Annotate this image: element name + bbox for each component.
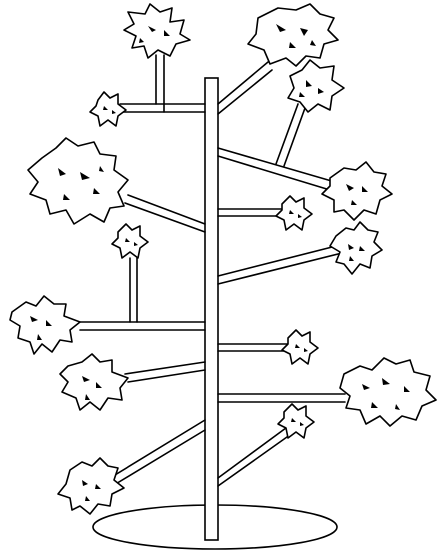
leaf-upper-right-small — [288, 60, 344, 112]
branch-upper-right — [218, 62, 272, 114]
branch-right-short-2 — [218, 344, 290, 351]
leaf-right-mid — [322, 162, 392, 220]
leaf-top-left — [124, 4, 190, 58]
leaf-right-small-1 — [276, 196, 312, 230]
branch-left-horizontal — [80, 258, 205, 330]
leaf-left-lower — [60, 354, 128, 410]
leaves — [10, 4, 436, 514]
leaf-right-small-3 — [278, 404, 314, 438]
branch-right-long — [218, 394, 345, 402]
branch-right-diagonal-2 — [218, 245, 342, 284]
trunk — [205, 78, 218, 540]
branch-lower-right-diagonal — [218, 425, 294, 486]
leaf-top-right — [248, 4, 338, 66]
branch-left-lower — [125, 362, 205, 382]
leaf-upper-left-small — [90, 92, 126, 126]
leaf-center-left-small — [112, 224, 148, 258]
branch-right-short-1 — [218, 209, 285, 216]
leaf-right-2 — [330, 222, 382, 274]
branch-upper-left — [120, 55, 205, 112]
leaf-left-horizontal — [10, 296, 80, 354]
leaf-bottom-left — [58, 458, 124, 514]
branch-mid-right — [218, 104, 335, 190]
branch-left-diagonal — [125, 195, 205, 232]
leaf-right-large — [340, 358, 436, 426]
leaf-right-small-2 — [282, 330, 318, 364]
leaf-left-large — [28, 138, 128, 224]
branch-lower-left-diagonal — [110, 420, 205, 485]
